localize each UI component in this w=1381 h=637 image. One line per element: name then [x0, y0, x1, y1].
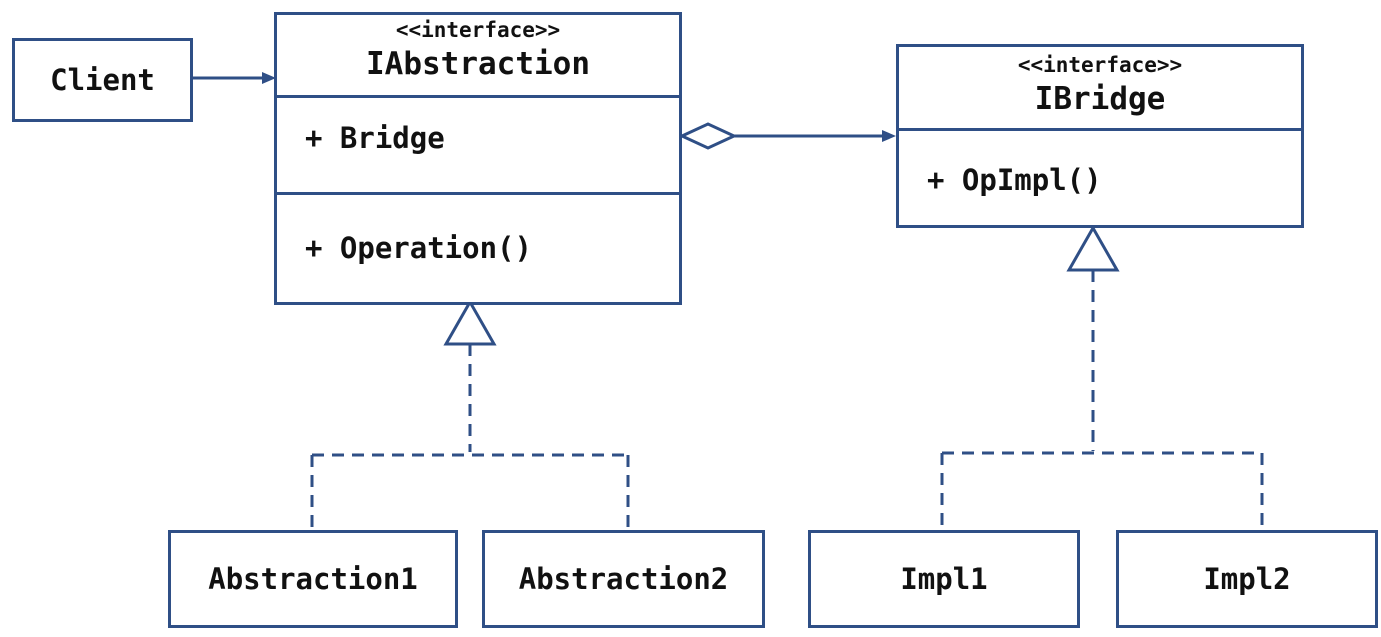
bridge-realization-triangle	[1066, 224, 1120, 272]
client-class-name: Client	[50, 63, 155, 97]
iabstraction-members-divider	[277, 192, 679, 195]
iabstraction-header-divider	[277, 95, 679, 98]
iabstraction-class-box[interactable]: <<interface>> IAbstraction + Bridge + Op…	[274, 12, 682, 305]
ibridge-header-divider	[899, 128, 1301, 131]
iabstraction-bridge-property: + Bridge	[305, 121, 445, 155]
abstraction2-class-name: Abstraction2	[518, 562, 729, 596]
impl2-class-name: Impl2	[1203, 562, 1291, 596]
ibridge-opimpl-method: + OpImpl()	[927, 163, 1102, 197]
impl1-class-box[interactable]: Impl1	[808, 530, 1080, 628]
impl1-class-name: Impl1	[900, 562, 988, 596]
iabstraction-stereotype: <<interface>>	[395, 18, 561, 42]
abstraction1-class-box[interactable]: Abstraction1	[168, 530, 458, 628]
iabstraction-class-name: IAbstraction	[366, 46, 590, 82]
ibridge-stereotype: <<interface>>	[1017, 53, 1183, 77]
abstraction2-class-box[interactable]: Abstraction2	[482, 530, 765, 628]
aggregation-arrowhead	[882, 130, 896, 142]
aggregation-diamond	[678, 122, 738, 150]
client-class-box[interactable]: Client	[12, 38, 193, 122]
impl2-class-box[interactable]: Impl2	[1116, 530, 1378, 628]
abstraction-realization-triangle	[443, 298, 497, 346]
abstraction1-class-name: Abstraction1	[208, 562, 418, 596]
ibridge-class-box[interactable]: <<interface>> IBridge + OpImpl()	[896, 44, 1304, 228]
client-association-arrowhead	[262, 72, 276, 84]
ibridge-class-name: IBridge	[1034, 81, 1166, 117]
iabstraction-operation-method: + Operation()	[305, 231, 532, 265]
